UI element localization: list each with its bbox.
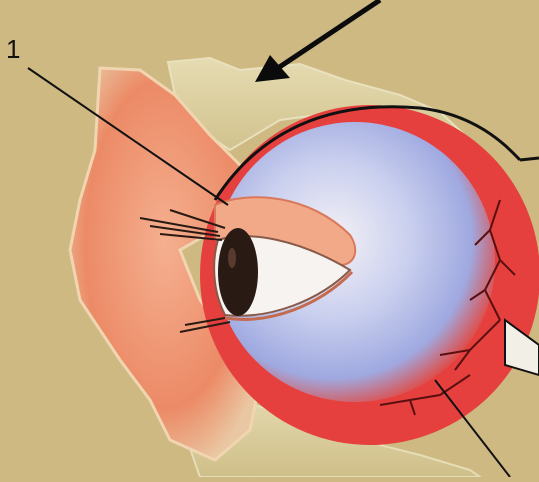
pupil-highlight (228, 248, 236, 268)
iris (218, 228, 258, 316)
nerve-line-top (520, 158, 539, 160)
label-1: 1 (6, 36, 20, 62)
